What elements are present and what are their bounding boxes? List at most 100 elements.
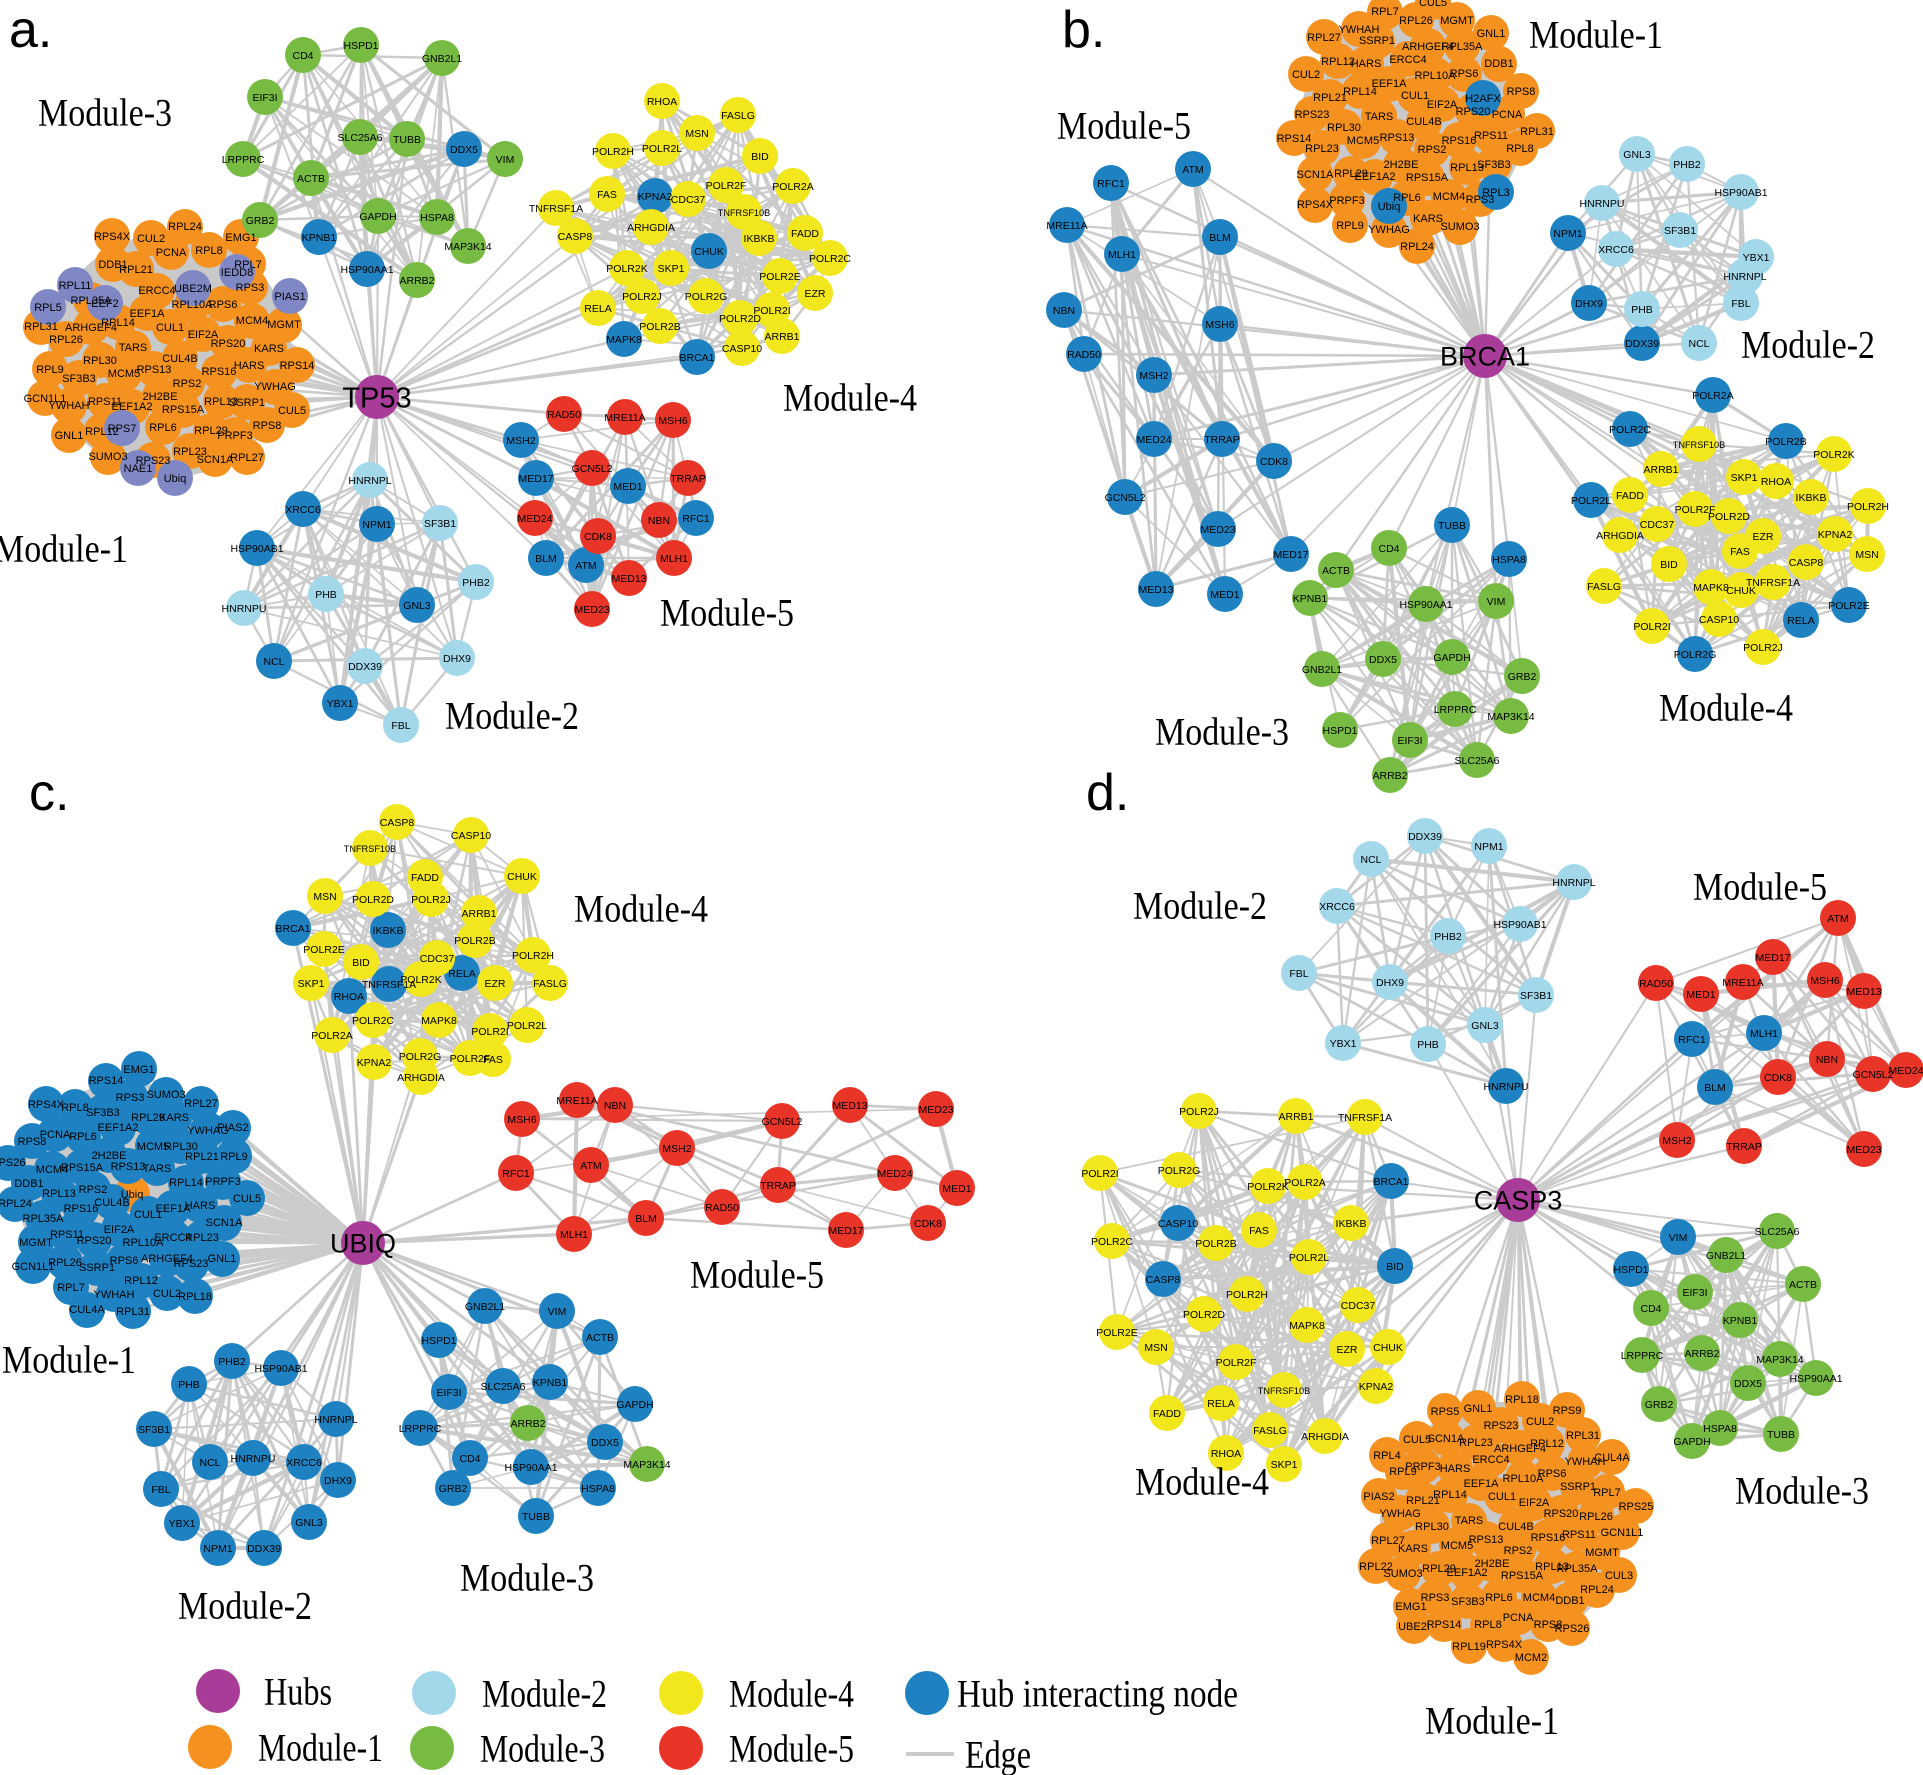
svg-text:SSRP1: SSRP1	[229, 397, 265, 409]
svg-text:RPL27: RPL27	[184, 1098, 218, 1110]
svg-text:LRPPRC: LRPPRC	[1621, 1350, 1664, 1362]
svg-text:IEDD8: IEDD8	[221, 267, 253, 279]
svg-text:RPS13: RPS13	[111, 1161, 146, 1173]
svg-text:CUL4A: CUL4A	[1594, 1452, 1630, 1464]
svg-text:EZR: EZR	[1753, 531, 1774, 543]
svg-text:SUMO3: SUMO3	[146, 1089, 185, 1101]
svg-text:HSPD1: HSPD1	[1613, 1264, 1648, 1276]
svg-text:BLM: BLM	[535, 553, 557, 565]
svg-text:KPNA2: KPNA2	[1359, 1381, 1394, 1393]
svg-text:Module-3: Module-3	[480, 1728, 605, 1771]
svg-text:CHUK: CHUK	[694, 246, 724, 258]
svg-text:CD4: CD4	[459, 1453, 480, 1465]
svg-text:RPL12: RPL12	[124, 1275, 158, 1287]
svg-text:YWHAH: YWHAH	[49, 400, 90, 412]
svg-text:PRPF3: PRPF3	[1329, 195, 1364, 207]
svg-text:FAS: FAS	[1730, 546, 1750, 558]
svg-text:EIF2A: EIF2A	[1427, 99, 1458, 111]
svg-text:RPL24: RPL24	[0, 1198, 32, 1210]
svg-text:RAD50: RAD50	[1067, 349, 1101, 361]
svg-text:DDX5: DDX5	[1369, 654, 1397, 666]
svg-text:RFC1: RFC1	[682, 513, 710, 525]
svg-text:HNRNPL: HNRNPL	[348, 475, 391, 487]
svg-text:c.: c.	[29, 764, 69, 822]
svg-text:TNFRSF10B: TNFRSF10B	[1258, 1386, 1311, 1396]
svg-text:H2AFX: H2AFX	[1465, 93, 1501, 105]
svg-text:POLR2I: POLR2I	[1081, 1168, 1118, 1180]
svg-text:HNRNPL: HNRNPL	[1723, 271, 1766, 283]
svg-text:PHB: PHB	[1417, 1039, 1439, 1051]
svg-text:MED24: MED24	[1136, 434, 1171, 446]
svg-text:CASP8: CASP8	[558, 231, 593, 243]
svg-text:MCM2: MCM2	[1515, 1652, 1547, 1664]
svg-text:DDB1: DDB1	[14, 1178, 43, 1190]
svg-text:RPS14: RPS14	[89, 1075, 124, 1087]
svg-text:SLC25A6: SLC25A6	[1455, 755, 1500, 767]
svg-text:MRE11A: MRE11A	[1046, 220, 1087, 232]
svg-text:RPS16: RPS16	[1442, 135, 1477, 147]
svg-text:Module-5: Module-5	[690, 1254, 824, 1297]
svg-text:MED17: MED17	[1755, 952, 1790, 964]
svg-text:SLC25A6: SLC25A6	[481, 1381, 526, 1393]
svg-text:SUMO3: SUMO3	[1383, 1568, 1422, 1580]
svg-text:RPL10A: RPL10A	[1503, 1473, 1545, 1485]
svg-text:SKP1: SKP1	[298, 978, 325, 990]
svg-text:VIM: VIM	[548, 1306, 567, 1318]
svg-text:LRPPRC: LRPPRC	[222, 154, 265, 166]
svg-text:POLR2G: POLR2G	[685, 291, 728, 303]
svg-text:MED13: MED13	[1846, 986, 1881, 998]
svg-text:ERCC4: ERCC4	[154, 1232, 191, 1244]
svg-text:NBN: NBN	[648, 515, 670, 527]
svg-text:UBE2M: UBE2M	[174, 283, 212, 295]
svg-text:Module-3: Module-3	[1155, 711, 1289, 754]
svg-text:NCL: NCL	[1360, 854, 1381, 866]
svg-text:RPS23: RPS23	[1295, 109, 1330, 121]
svg-text:RPS14: RPS14	[1427, 1619, 1462, 1631]
svg-text:CUL4B: CUL4B	[94, 1197, 129, 1209]
svg-text:POLR2L: POLR2L	[1571, 495, 1611, 507]
svg-text:GNB2L1: GNB2L1	[422, 53, 462, 65]
svg-text:DHX9: DHX9	[1376, 977, 1404, 989]
svg-text:RPL26: RPL26	[1579, 1511, 1613, 1523]
svg-text:RPL21: RPL21	[185, 1151, 219, 1163]
svg-text:MCM5: MCM5	[1347, 135, 1379, 147]
svg-text:RPS23: RPS23	[174, 1258, 209, 1270]
svg-text:RPL27: RPL27	[230, 452, 264, 464]
svg-text:CUL3: CUL3	[1605, 1570, 1633, 1582]
svg-text:MSN: MSN	[685, 128, 708, 140]
svg-text:RPS13: RPS13	[1380, 132, 1415, 144]
svg-text:FAS: FAS	[483, 1054, 503, 1066]
svg-text:CUL5: CUL5	[1403, 1434, 1431, 1446]
svg-text:RPL3: RPL3	[1482, 187, 1510, 199]
svg-text:SCN1A: SCN1A	[206, 1217, 243, 1229]
svg-text:CASP10: CASP10	[1158, 1218, 1198, 1230]
svg-text:ARRB2: ARRB2	[510, 1418, 545, 1430]
svg-text:RPL31: RPL31	[24, 321, 58, 333]
svg-text:KPNB1: KPNB1	[1723, 1315, 1758, 1327]
svg-text:GAPDH: GAPDH	[1673, 1436, 1710, 1448]
svg-text:BID: BID	[1386, 1261, 1404, 1273]
svg-text:CASP8: CASP8	[1146, 1274, 1181, 1286]
svg-text:TUBB: TUBB	[522, 1511, 550, 1523]
svg-text:MSN: MSN	[1855, 549, 1878, 561]
svg-text:HARS: HARS	[1351, 58, 1382, 70]
svg-text:POLR2C: POLR2C	[809, 253, 851, 265]
svg-text:MAP3K14: MAP3K14	[1756, 1354, 1803, 1366]
svg-text:MLH1: MLH1	[660, 553, 688, 565]
svg-text:RPS2: RPS2	[79, 1184, 108, 1196]
svg-text:RPS4X: RPS4X	[28, 1099, 65, 1111]
svg-text:MAP3K14: MAP3K14	[444, 241, 491, 253]
svg-text:RPL10A: RPL10A	[123, 1237, 165, 1249]
svg-text:EIF3I: EIF3I	[1682, 1287, 1707, 1299]
svg-text:YWHAH: YWHAH	[1339, 24, 1380, 36]
svg-text:Module-1: Module-1	[258, 1727, 383, 1770]
svg-text:VIM: VIM	[1669, 1232, 1688, 1244]
svg-text:Hubs: Hubs	[264, 1671, 332, 1714]
svg-text:POLR2A: POLR2A	[1692, 390, 1733, 402]
svg-text:MAPK8: MAPK8	[606, 334, 642, 346]
svg-text:POLR2I: POLR2I	[1633, 621, 1670, 633]
svg-text:MED13: MED13	[1138, 584, 1173, 596]
svg-text:CDK8: CDK8	[1764, 1072, 1792, 1084]
svg-text:POLR2B: POLR2B	[1765, 436, 1806, 448]
svg-text:CASP8: CASP8	[1789, 557, 1824, 569]
